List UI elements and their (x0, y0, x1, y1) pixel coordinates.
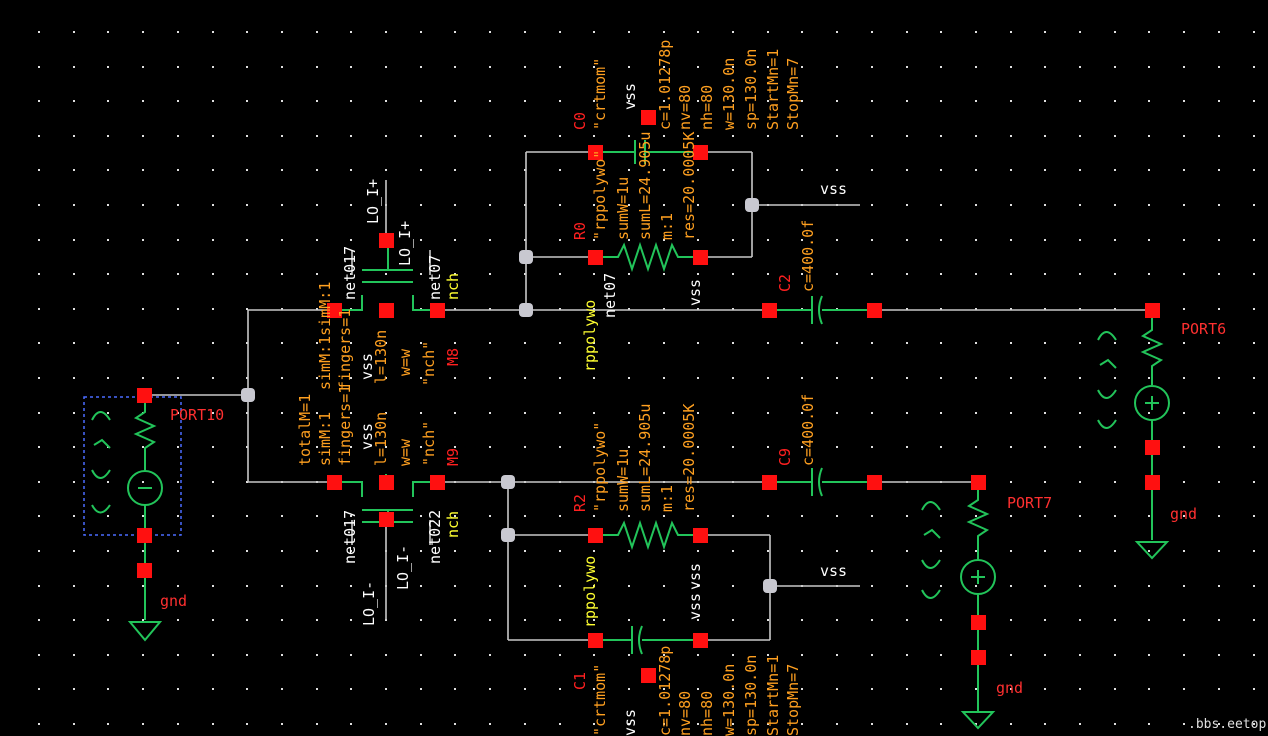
m9-name: M9 (444, 448, 462, 466)
rotated-labels: LO_I+ LO_I+ LO_I- LO_I- net017 net07 net… (296, 40, 817, 736)
r2-name: R2 (571, 494, 589, 512)
r2-prop-2: sumL=24.905u (636, 404, 654, 512)
r0-prop-3: m:1 (658, 213, 676, 240)
pins (137, 110, 1160, 683)
c0-prop-6: StartMn=1 (764, 49, 782, 130)
net-lo-i-plus-2: LO_I+ (396, 221, 414, 266)
net-lo-i-minus-2: LO_I- (394, 545, 412, 590)
m9-prop-w: w=w (396, 438, 414, 466)
c0-prop-4: w=130.0n (720, 58, 738, 130)
vss-r2b: vss (686, 563, 704, 590)
c0-prop-2: nv=80 (676, 85, 694, 130)
m8-name: M8 (444, 348, 462, 366)
m8-model: nch (444, 273, 462, 300)
c9-value: c=400.0f (799, 394, 817, 466)
vss-m9: vss (358, 423, 376, 450)
m9-model: nch (444, 511, 462, 538)
net-lo-i-minus: LO_I- (360, 581, 378, 626)
m9-prop-model: "nch" (420, 421, 438, 466)
junctions (241, 198, 777, 593)
vss-c0: vss (621, 83, 639, 110)
net-vss-bot: vss (820, 562, 847, 580)
m-common-1: simM:1 (316, 412, 334, 466)
c1-prop-6: StartMn=1 (764, 655, 782, 736)
port7-label: PORT7 (1007, 494, 1052, 512)
m-common-2: fingers=1 (336, 385, 354, 466)
c0-prop-1: c=1.01278p (656, 40, 674, 130)
c1-prop-5: sp=130.0n (742, 655, 760, 736)
r0-prop-0: "rppolywo" (591, 150, 609, 240)
r2-prop-4: res=20.0005K (680, 404, 698, 512)
m8-prop-w: w=w (396, 348, 414, 376)
m8-prop-l: l=130n (372, 330, 390, 384)
net022-bot: net022 (426, 510, 444, 564)
r0-prop-2: sumL=24.905u (636, 132, 654, 240)
c1-prop-1: c=1.01278p (656, 646, 674, 736)
c0-prop-7: StopMn=7 (784, 58, 802, 130)
grid-dots (38, 31, 1255, 725)
vss-r0: vss (686, 279, 704, 306)
port6-label: PORT6 (1181, 320, 1226, 338)
c1-prop-7: StopMn=7 (784, 664, 802, 736)
r0-model: rppolywo (581, 300, 599, 372)
selection-box (83, 396, 182, 536)
r2-prop-1: sumW=1u (614, 449, 632, 512)
r2-prop-3: m:1 (658, 485, 676, 512)
m8-prop-model: "nch" (420, 341, 438, 386)
r0-name: R0 (571, 222, 589, 240)
net-vss-top: vss (820, 180, 847, 198)
net07-c0: net07 (601, 273, 619, 318)
m9-prop-l: l=130n (372, 412, 390, 466)
net-lo-i-plus: LO_I+ (364, 179, 382, 224)
net07-top: net07 (426, 255, 444, 300)
c2-value: c=400.0f (799, 220, 817, 292)
m-common-0: totalM=1 (296, 394, 314, 466)
c0-name: C0 (571, 112, 589, 130)
vss-r2: vss (686, 593, 704, 620)
c2-name: C2 (776, 274, 794, 292)
c1-prop-3: nh=80 (698, 691, 716, 736)
r0-prop-4: res=20.0005K (680, 132, 698, 240)
vss-m8: vss (358, 353, 376, 380)
net017-top: net017 (341, 246, 359, 300)
gnd-label-2: gnd (1170, 505, 1197, 523)
c1-prop-0: "crtmom" (591, 664, 609, 736)
c1-name: C1 (571, 672, 589, 690)
m-common-4: fingers=1 (336, 309, 354, 390)
r2-model: rppolywo (581, 556, 599, 628)
c0-prop-3: nh=80 (698, 85, 716, 130)
r2-prop-0: "rppolywo" (591, 422, 609, 512)
r0-prop-1: sumW=1u (614, 177, 632, 240)
c1-prop-2: nv=80 (676, 691, 694, 736)
c9-name: C9 (776, 448, 794, 466)
c0-prop-0: "crtmom" (591, 58, 609, 130)
vss-c1: vss (621, 709, 639, 736)
net017-bot: net017 (341, 510, 359, 564)
port10-label: PORT10 (170, 406, 224, 424)
m-common-3: simM:1simM:1 (316, 282, 334, 390)
c1-prop-4: w=130.0n (720, 664, 738, 736)
gnd-label-1: gnd (160, 592, 187, 610)
watermark: .bbs.eetop.cn (1188, 717, 1268, 732)
c0-prop-5: sp=130.0n (742, 49, 760, 130)
gnd-label-3: gnd (996, 679, 1023, 697)
